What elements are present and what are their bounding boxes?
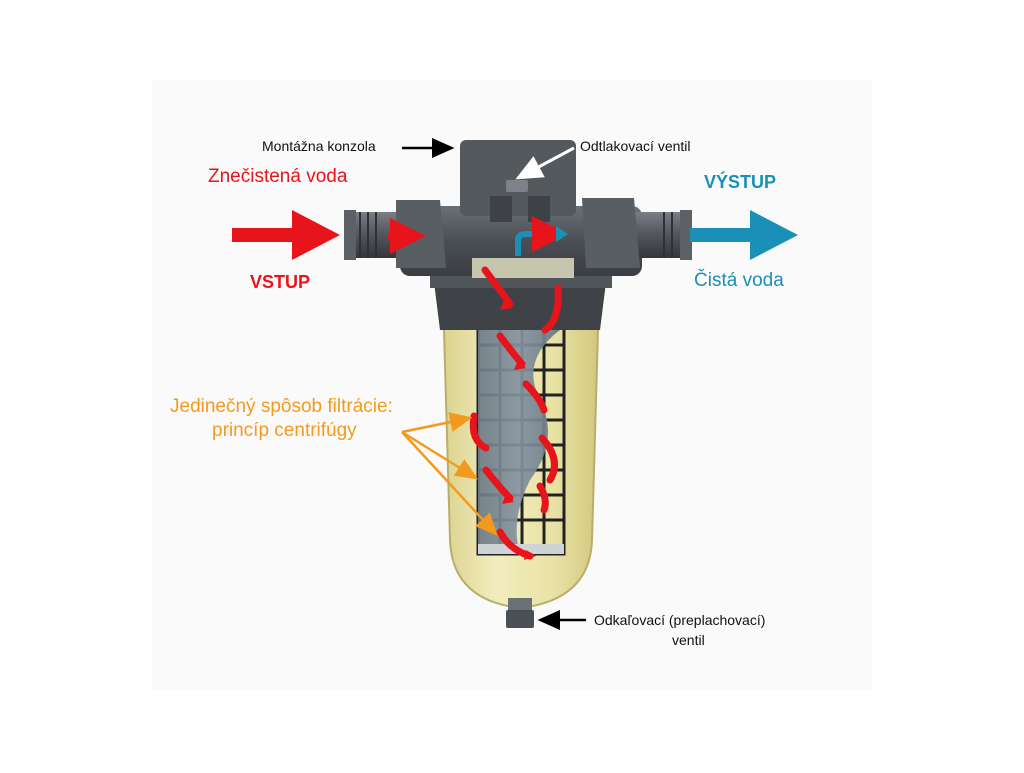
clean-water-label: Čistá voda [694,270,784,291]
filtration-label-line1: Jedinečný spôsob filtrácie: [170,396,393,417]
flush-valve-label-line2: ventil [672,632,705,648]
filtration-label-line2: princíp centrifúgy [212,420,357,441]
outlet-flow-arrow [515,216,568,256]
outlet-label: VÝSTUP [704,172,777,192]
drain-valve [506,598,534,628]
filtration-pointers [401,412,498,536]
outlet-big-arrow [690,210,798,260]
inlet-big-arrow [232,210,340,260]
centrifugal-flow-arrows [469,266,562,560]
relief-valve-label: Odtlakovací ventil [580,138,691,154]
inlet-label: VSTUP [250,272,311,292]
flush-valve-label-line1: Odkaľovací (preplachovací) [594,612,766,628]
dirty-water-label: Znečistená voda [208,166,348,187]
mounting-bracket-label: Montážna konzola [262,138,376,154]
relief-valve-pointer [515,146,575,180]
